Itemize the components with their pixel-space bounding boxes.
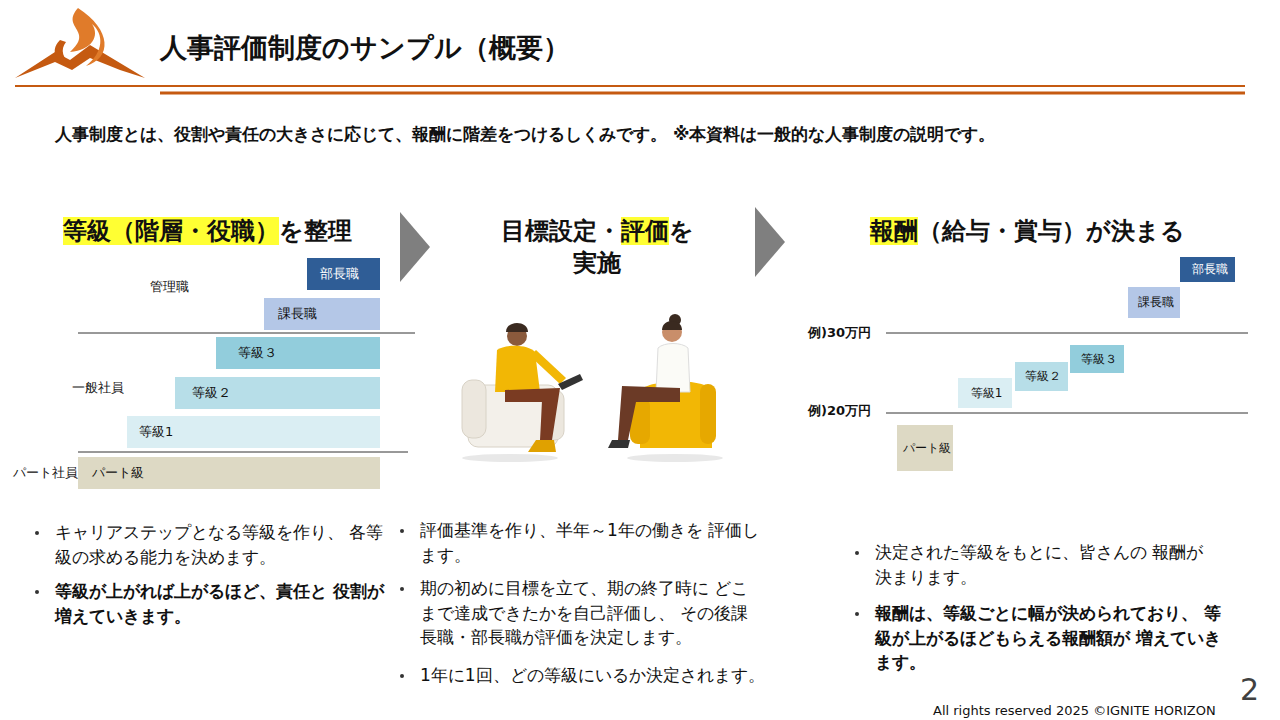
grade-name: 等級1 (139, 423, 173, 441)
heading-text: 実施 (432, 247, 762, 279)
label-text: 例)30万円 (808, 324, 871, 343)
bullet-text: 等級が上がれば上がるほど、責任と 役割が増えていきます。 (55, 579, 385, 628)
grade-bar: パート級 (78, 457, 380, 489)
label-text: パート社員 (13, 464, 78, 483)
step-heading: 報酬（給与・賞与）が決まる (800, 215, 1255, 247)
bullet-text: 報酬は、等級ごとに幅が決められており、 等級が上がるほどもらえる報酬額が 増えて… (875, 601, 1235, 675)
heading-text: 等級（階層・役職） (63, 217, 279, 245)
grade-name: 部長職 (320, 265, 359, 283)
label-text: 管理職 (150, 278, 189, 297)
heading-text: 目標設定・ (501, 217, 621, 245)
label-text: 例)20万円 (808, 402, 871, 421)
heading-text: 評価 (621, 217, 669, 245)
step-heading: 等級（階層・役職）を整理 (35, 215, 380, 247)
step-chevron (755, 207, 785, 277)
label-text: 人事制度とは、役割や責任の大きさに応じて、報酬に階差をつけるしくみです。 ※本資… (55, 122, 995, 147)
page-number: 2 (1240, 668, 1259, 712)
salary-band: パート級 (897, 425, 953, 471)
salary-line (886, 333, 1248, 334)
bullet-text: 1年に1回、どの等級にいるか決定されます。 (420, 663, 800, 688)
salary-band: 部長職 (1180, 257, 1235, 282)
tier-line (78, 452, 408, 453)
grade-bar: 等級３ (216, 337, 380, 369)
bullet-dot (400, 674, 404, 678)
grade-name: 等級３ (238, 344, 277, 362)
salary-band: 等級２ (1015, 362, 1068, 391)
bullet-dot (855, 551, 859, 555)
heading-text: 報酬 (870, 217, 918, 245)
grade-name: 部長職 (1192, 261, 1228, 278)
title-rule (15, 85, 1245, 87)
bullet-dot (400, 587, 404, 591)
heading-text: （給与・賞与）が決まる (918, 217, 1185, 245)
grade-bar: 部長職 (307, 258, 380, 290)
tier-line (78, 333, 415, 334)
bullet-text: 決定された等級をもとに、皆さんの 報酬が決まります。 (875, 540, 1205, 589)
slide-title: 人事評価制度のサンプル（概要） (160, 28, 570, 67)
bullet-text: 期の初めに目標を立て、期の終了時に どこまで達成できたかを自己評価し、 その後課… (420, 576, 765, 650)
logo-flame (15, 8, 145, 78)
grade-bar: 課長職 (264, 298, 380, 330)
label-text: 一般社員 (72, 379, 124, 398)
bullet-text: 評価基準を作り、半年～1年の働きを 評価します。 (420, 518, 765, 567)
salary-band: 等級３ (1070, 345, 1124, 373)
grade-name: 等級1 (971, 385, 1003, 402)
grade-name: 課長職 (1138, 294, 1174, 311)
grade-bar: 等級1 (127, 416, 380, 448)
salary-band: 等級1 (958, 378, 1012, 408)
salary-line (886, 413, 1248, 414)
step-chevron (400, 212, 430, 282)
salary-band: 課長職 (1128, 287, 1180, 318)
title-rule (160, 92, 1245, 95)
bullet-dot (855, 612, 859, 616)
grade-name: 課長職 (278, 305, 317, 323)
grade-name: 等級２ (192, 384, 231, 402)
interview-illustration (462, 314, 723, 462)
heading-text: を整理 (279, 217, 352, 245)
heading-text: を (669, 217, 694, 245)
grade-bar: 等級２ (175, 377, 380, 409)
bullet-dot (35, 590, 39, 594)
grade-name: 等級２ (1025, 368, 1061, 385)
label-text: All rights reserved 2025 ©IGNITE HORIZON (933, 702, 1216, 720)
bullet-dot (400, 529, 404, 533)
grade-name: パート級 (903, 440, 951, 457)
step-heading: 目標設定・評価を実施 (432, 215, 762, 280)
grade-name: パート級 (92, 464, 144, 482)
bullet-text: キャリアステップとなる等級を作り、 各等級の求める能力を決めます。 (55, 520, 385, 569)
grade-name: 等級３ (1081, 351, 1117, 368)
bullet-dot (35, 531, 39, 535)
